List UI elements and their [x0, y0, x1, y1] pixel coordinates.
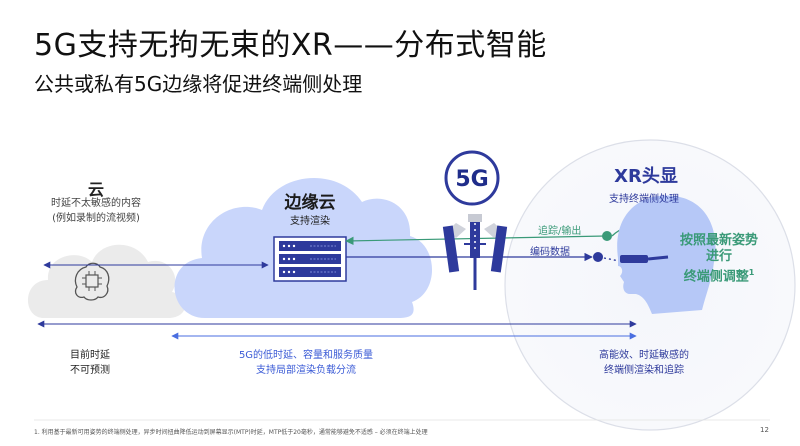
- xr-subtitle: 支持终端侧处理: [609, 194, 679, 205]
- device-rendering-line2: 终端侧渲染和追踪: [604, 365, 684, 376]
- cloud-desc-line1: 时延不太敏感的内容: [51, 198, 141, 209]
- footnote-ref: 1: [748, 268, 755, 277]
- device-rendering-line1: 高能效、时延敏感的: [599, 350, 689, 361]
- cloud-desc-line2: (例如录制的流视频): [52, 213, 140, 224]
- tracking-node: [602, 231, 612, 241]
- slide-subtitle: 公共或私有5G边缘将促进终端侧处理: [34, 72, 363, 96]
- 5g-badge-text: 5G: [455, 167, 488, 192]
- current-latency-line2: 不可预测: [70, 365, 110, 376]
- adjust-label-line3: 终端侧调整1: [683, 268, 755, 285]
- current-latency-line1: 目前时延: [70, 350, 110, 361]
- page-number: 12: [760, 426, 769, 434]
- antenna-tower-icon: [442, 214, 508, 290]
- encoded-node: [593, 252, 603, 262]
- adjust-label-line2: 进行: [705, 249, 733, 264]
- 5g-offload-line2: 支持局部渲染负载分流: [256, 365, 356, 376]
- slide-title: 5G支持无拘无束的XR——分布式智能: [34, 28, 547, 63]
- footnote: 1. 利用基于最新可用姿势的终端侧处理，异步时间扭曲降低运动到屏幕显示(MTP)…: [34, 429, 428, 436]
- adjust-label-line1: 按照最新姿势: [679, 233, 759, 248]
- server-icon: [273, 236, 347, 282]
- encoded-data-label: 编码数据: [530, 247, 570, 258]
- gray-cloud-shape: [27, 244, 186, 318]
- edge-cloud-subtitle: 支持渲染: [290, 216, 330, 227]
- tracking-output-label: 追踪/输出: [538, 226, 582, 237]
- 5g-badge-circle: [444, 150, 500, 206]
- head-with-glasses-icon: [617, 195, 716, 314]
- edge-cloud-title: 边缘云: [284, 193, 336, 213]
- 5g-offload-line1: 5G的低时延、容量和服务质量: [238, 350, 374, 361]
- cloud-title: 云: [87, 180, 105, 199]
- xr-title: XR头显: [614, 166, 678, 187]
